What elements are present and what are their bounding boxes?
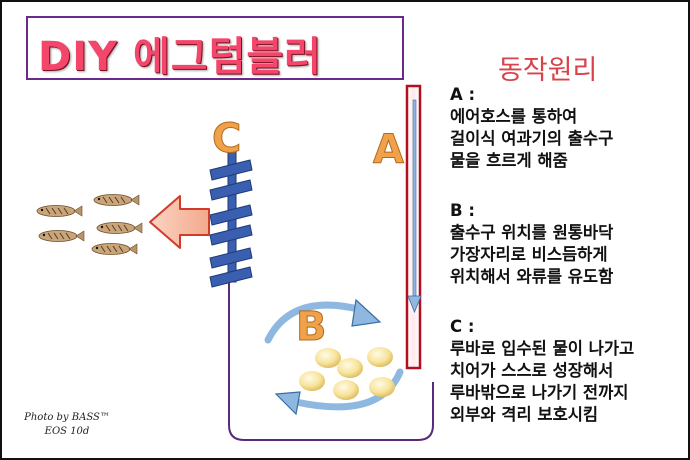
photo-credit: Photo by BASS™ EOS 10d: [22, 411, 112, 439]
egg-icon: [333, 380, 359, 400]
subtitle: 동작원리: [498, 55, 598, 86]
egg-icon: [367, 347, 393, 367]
photo-credit-line: Photo by BASS™: [24, 412, 110, 423]
section-b-line: 위치해서 와류를 유도함: [450, 267, 614, 286]
section-a-line: 물을 흐르게 해줌: [450, 151, 568, 170]
label-b: B: [296, 304, 327, 350]
section-c-heading: C :: [450, 317, 475, 336]
fish-icon: [93, 194, 140, 206]
title-box: DIY 에그텀블러: [26, 16, 404, 80]
fish-icon: [38, 230, 85, 242]
fish-group: [36, 194, 143, 255]
filter-mesh-icon: [209, 149, 253, 288]
fish-icon: [91, 243, 138, 255]
egg-cluster: [299, 347, 395, 400]
section-c-line: 루바로 입수된 물이 나가고: [450, 339, 635, 358]
section-a-line: 걸이식 여과기의 출수구: [450, 129, 614, 148]
egg-icon: [337, 358, 363, 378]
section-b-line: 출수구 위치를 원통바닥: [450, 223, 614, 242]
swirl-arrow-icon: [264, 298, 404, 416]
egg-icon: [369, 377, 395, 397]
fish-icon: [96, 222, 143, 234]
section-c-line: 외부와 격리 보호시킴: [450, 405, 599, 424]
section-a-heading: A :: [450, 85, 476, 104]
down-flow-arrow-icon: [407, 99, 422, 314]
section-c-line: 치어가 스스로 성장해서: [450, 361, 614, 380]
page-title: DIY 에그텀블러: [38, 34, 322, 80]
label-c: C: [212, 116, 241, 162]
egg-icon: [315, 348, 341, 368]
egg-icon: [299, 371, 325, 391]
section-a-description: A : 에어호스를 통하여 걸이식 여과기의 출수구 물을 흐르게 해줌: [450, 84, 613, 172]
section-a-line: 에어호스를 통하여: [450, 107, 578, 126]
egg-tumbler-container: [228, 283, 434, 441]
camera-credit-line: EOS 10d: [44, 426, 90, 437]
section-b-description: B : 출수구 위치를 원통바닥 가장자리로 비스듬하게 위치해서 와류를 유도…: [450, 200, 613, 288]
section-c-line: 루바밖으로 나가기 전까지: [450, 383, 629, 402]
section-c-description: C : 루바로 입수된 물이 나가고 치어가 스스로 성장해서 루바밖으로 나가…: [450, 316, 634, 426]
fish-icon: [36, 205, 83, 217]
section-b-line: 가장자리로 비스듬하게: [450, 245, 608, 264]
label-a: A: [373, 127, 404, 173]
section-b-heading: B :: [450, 201, 475, 220]
left-arrow-icon: [149, 195, 210, 249]
